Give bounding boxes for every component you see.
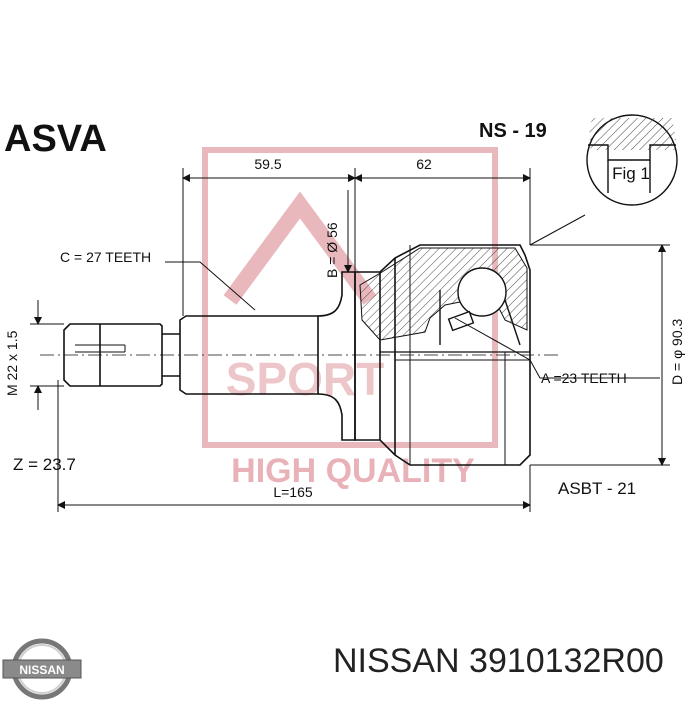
asva-logo: ASVA — [4, 118, 107, 160]
part-number: NISSAN 3910132R00 — [333, 642, 664, 680]
dim-diameter-d: D = φ 90.3 — [669, 319, 685, 385]
dim-thread-m: M 22 x 1.5 — [4, 330, 20, 396]
dim-teeth-a: A =23 TEETH — [541, 370, 627, 386]
fig1-detail — [586, 114, 678, 206]
watermark-quality-text: HIGH QUALITY — [231, 452, 475, 490]
part-code: NS - 19 — [479, 120, 547, 142]
dim-total-length: L=165 — [273, 484, 313, 500]
dim-diameter-b: B = Ø 56 — [324, 222, 340, 278]
dimension-lines — [30, 168, 670, 512]
dim-z-value: Z = 23.7 — [13, 455, 76, 474]
dim-length-62: 62 — [416, 156, 432, 172]
nissan-logo: NISSAN — [2, 638, 82, 700]
watermark-a-shape — [223, 191, 377, 305]
abs-code: ASBT - 21 — [558, 479, 636, 498]
nissan-logo-text: NISSAN — [19, 663, 64, 677]
fig1-label: Fig 1 — [612, 164, 650, 183]
dim-teeth-c: C = 27 TEETH — [60, 249, 151, 265]
watermark-sport-text: SPORT — [226, 353, 384, 405]
dim-length-59-5: 59.5 — [254, 156, 281, 172]
outer-stub — [63, 323, 180, 387]
